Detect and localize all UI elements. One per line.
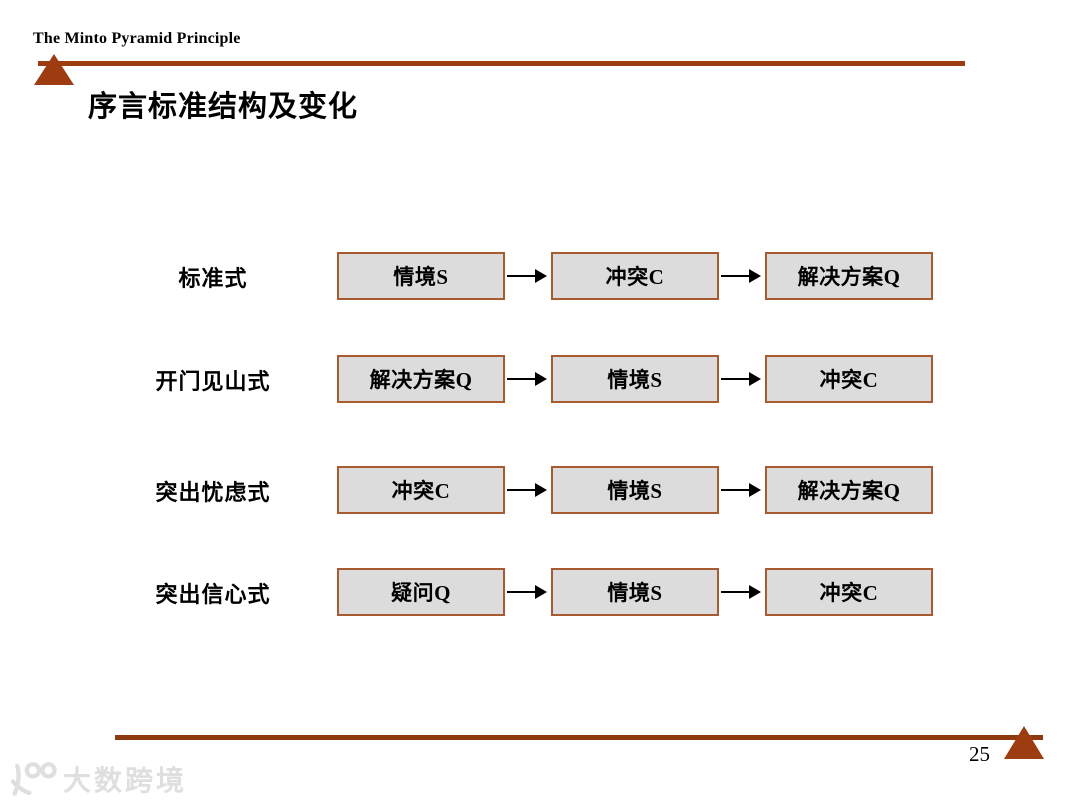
flow-box: 冲突C [765, 568, 933, 616]
arrow-line [507, 378, 538, 380]
arrow-line [721, 489, 752, 491]
flow-box: 情境S [551, 466, 719, 514]
footer-divider [115, 735, 1043, 740]
arrow-line [507, 489, 538, 491]
page-number: 25 [969, 742, 990, 766]
pyramid-triangle-icon [1004, 726, 1044, 759]
flow-box: 疑问Q [337, 568, 505, 616]
brand-title: The Minto Pyramid Principle [33, 30, 241, 47]
flow-box: 解决方案Q [765, 466, 933, 514]
arrow-head [535, 585, 547, 599]
row-label: 标准式 [178, 266, 248, 291]
arrow-head [749, 269, 761, 283]
arrow-head [535, 372, 547, 386]
flow-box: 情境S [337, 252, 505, 300]
arrow-line [721, 378, 752, 380]
pyramid-triangle-icon [34, 54, 74, 85]
row-label: 突出信心式 [155, 582, 271, 607]
flow-box: 解决方案Q [765, 252, 933, 300]
arrow-head [749, 372, 761, 386]
arrow-line [721, 591, 752, 593]
flow-row-standard: 标准式 情境S 冲突C 解决方案Q [0, 252, 1080, 302]
flow-box: 冲突C [765, 355, 933, 403]
flow-box: 冲突C [551, 252, 719, 300]
arrow-head [749, 483, 761, 497]
page-title: 序言标准结构及变化 [88, 91, 359, 123]
watermark-logo-icon [10, 762, 57, 796]
header-divider [38, 61, 965, 66]
flow-row-direct: 开门见山式 解决方案Q 情境S 冲突C [0, 355, 1080, 405]
flow-box: 解决方案Q [337, 355, 505, 403]
row-label: 开门见山式 [155, 369, 271, 394]
row-label: 突出忧虑式 [155, 480, 271, 505]
arrow-line [507, 275, 538, 277]
arrow-line [507, 591, 538, 593]
arrow-head [535, 483, 547, 497]
arrow-line [721, 275, 752, 277]
flow-row-confidence: 突出信心式 疑问Q 情境S 冲突C [0, 568, 1080, 618]
flow-row-concern: 突出忧虑式 冲突C 情境S 解决方案Q [0, 466, 1080, 516]
flow-box: 情境S [551, 568, 719, 616]
arrow-head [749, 585, 761, 599]
arrow-head [535, 269, 547, 283]
watermark: 大数跨境 [6, 758, 187, 800]
watermark-text: 大数跨境 [63, 765, 188, 796]
flow-box: 冲突C [337, 466, 505, 514]
flow-box: 情境S [551, 355, 719, 403]
